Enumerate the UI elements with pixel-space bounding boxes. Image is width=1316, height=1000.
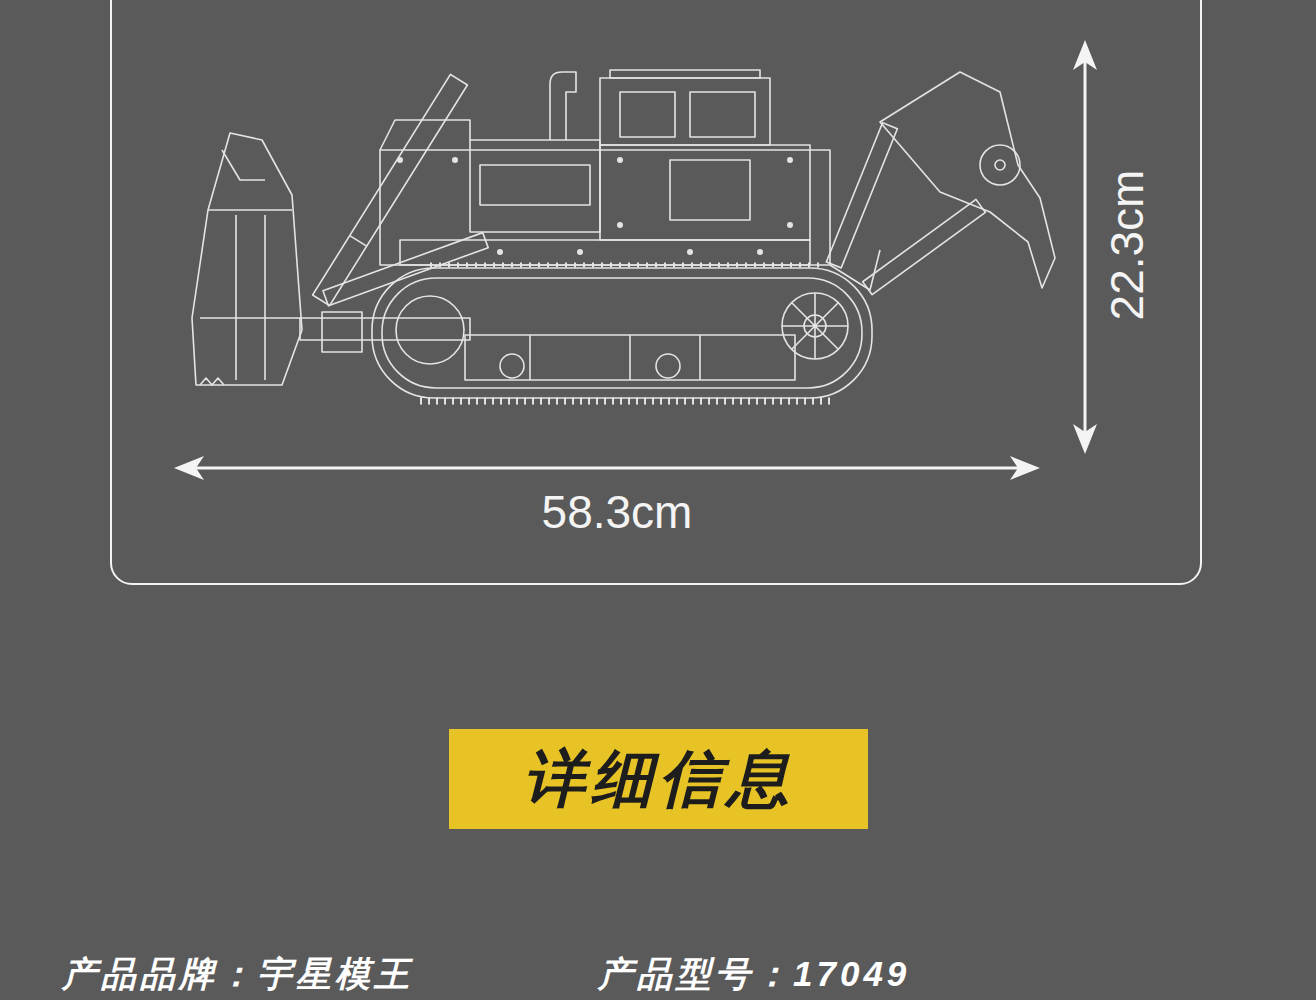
blade-detail: [200, 150, 300, 380]
brand-label: 产品品牌：宇星模王: [62, 955, 413, 994]
blade: [192, 133, 302, 385]
track-treads: [420, 398, 830, 405]
ripper-arm: [880, 72, 1055, 288]
body-panel: [600, 145, 810, 240]
rivet: [397, 157, 403, 163]
cylinder-body: [313, 74, 468, 305]
cab-window: [690, 92, 755, 137]
rivet: [787, 157, 793, 163]
hood-panel: [480, 165, 590, 205]
rivet: [787, 222, 793, 228]
engine-hood: [470, 140, 600, 232]
height-dimension-line: [1084, 52, 1087, 442]
ripper-mount: [830, 250, 880, 290]
banner-heading: 详细信息: [523, 745, 795, 813]
push-arm-joint: [322, 312, 362, 352]
arrowhead: [1010, 456, 1040, 480]
cab: [600, 78, 770, 145]
track-frame: [465, 335, 795, 380]
body-top: [380, 120, 470, 150]
body: [380, 150, 830, 265]
frame-line: [699, 335, 701, 380]
width-dimension-line: [185, 467, 1028, 470]
body-panel: [670, 160, 750, 220]
ripper-pin: [995, 160, 1005, 170]
rivet: [452, 157, 458, 163]
ripper-cylinder: [826, 123, 897, 268]
section-banner: 详细信息: [449, 729, 868, 829]
dimension-panel: 22.3cm 58.3cm: [110, 0, 1202, 585]
track-outer: [372, 268, 872, 398]
road-wheel: [500, 354, 524, 378]
cab-roof: [610, 70, 760, 78]
model-label: 产品型号：17049: [598, 955, 910, 994]
rivet: [687, 249, 693, 255]
arrowhead: [1073, 40, 1097, 70]
rivet: [617, 222, 623, 228]
bulldozer-drawing: [192, 70, 1055, 401]
sprocket-spokes: [782, 293, 848, 359]
push-arm: [300, 318, 470, 340]
cylinder-body: [323, 233, 488, 306]
dimension-arrows: [174, 40, 1097, 480]
cylinder-body: [863, 199, 986, 294]
track-inner: [382, 278, 862, 388]
road-wheel: [656, 354, 680, 378]
rivet: [757, 249, 763, 255]
tilt-cylinder: [323, 233, 488, 306]
arrowhead: [174, 456, 204, 480]
rivets: [397, 157, 793, 255]
ripper-pivot: [980, 145, 1020, 185]
lift-cylinder: [313, 74, 468, 305]
frame-line: [529, 335, 531, 380]
body-base: [400, 240, 810, 265]
exhaust-pipe: [550, 72, 576, 140]
rivet: [577, 249, 583, 255]
rivet: [617, 157, 623, 163]
arrowhead: [1073, 424, 1097, 454]
cab-window: [620, 92, 675, 137]
height-dimension: 22.3cm: [1102, 170, 1153, 321]
sprocket: [782, 293, 848, 359]
ripper-cylinder: [863, 199, 986, 294]
frame-line: [629, 335, 631, 380]
blade-edge: [200, 378, 224, 385]
idler-wheel: [396, 296, 464, 364]
cylinder-ring: [350, 236, 367, 247]
rivet: [497, 249, 503, 255]
cylinder-body: [826, 123, 897, 268]
width-dimension: 58.3cm: [542, 487, 693, 538]
